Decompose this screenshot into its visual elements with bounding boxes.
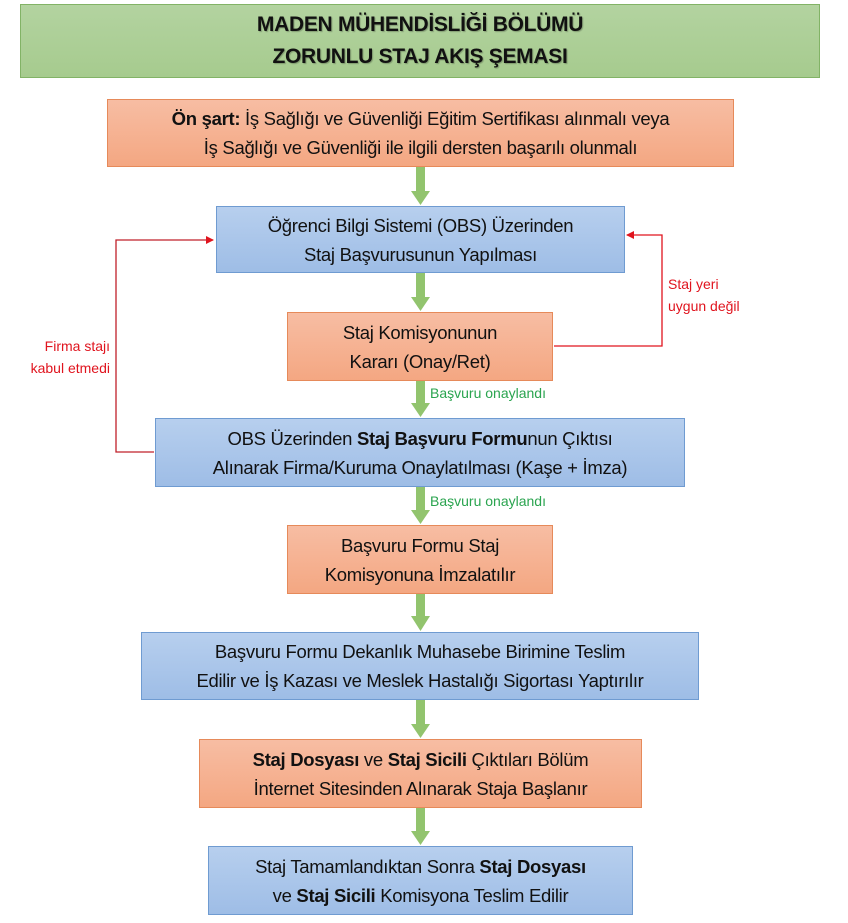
commission-decision-box: Staj Komisyonunun Kararı (Onay/Ret) xyxy=(287,312,553,381)
submit-bold-1: Staj Dosyası xyxy=(479,855,586,877)
title-line-1: MADEN MÜHENDİSLİĞİ BÖLÜMÜ xyxy=(256,13,584,36)
start-text-2: Çıktıları Bölüm xyxy=(466,748,589,770)
title-line-2: ZORUNLU STAJ AKIŞ ŞEMASI xyxy=(272,45,568,68)
flow-arrow-2 xyxy=(411,273,430,311)
commission-sign-box: Başvuru Formu Staj Komisyonuna İmzalatıl… xyxy=(287,525,553,594)
not-suitable-label: Staj yeri uygun değil xyxy=(668,273,740,317)
submit-text-3: Komisyona Teslim Edilir xyxy=(375,884,569,906)
flow-arrow-7 xyxy=(411,808,430,845)
insurance-line-1: Başvuru Formu Dekanlık Muhasebe Birimine… xyxy=(214,641,626,662)
commission-sign-line-1: Başvuru Formu Staj xyxy=(340,534,500,556)
commission-decision-line-1: Staj Komisyonunun xyxy=(342,321,498,343)
approved-label-2: Başvuru onaylandı xyxy=(430,493,546,509)
flow-arrow-1 xyxy=(411,167,430,205)
submit-text-1: Staj Tamamlandıktan Sonra xyxy=(255,855,480,877)
commission-decision-line-2: Kararı (Onay/Ret) xyxy=(349,350,491,372)
form-approval-pre: OBS Üzerinden xyxy=(227,427,357,449)
obs-application-line-1: Öğrenci Bilgi Sistemi (OBS) Üzerinden xyxy=(267,214,574,236)
obs-application-box: Öğrenci Bilgi Sistemi (OBS) Üzerinden St… xyxy=(216,206,625,273)
start-internship-box: Staj Dosyası ve Staj Sicili Çıktıları Bö… xyxy=(199,739,642,808)
insurance-box: Başvuru Formu Dekanlık Muhasebe Birimine… xyxy=(141,632,699,700)
flow-arrow-3 xyxy=(411,381,430,417)
flow-arrow-5 xyxy=(411,594,430,631)
not-suitable-line-2: uygun değil xyxy=(668,298,740,314)
commission-sign-line-2: Komisyonuna İmzalatılır xyxy=(324,563,516,585)
approved-label-1: Başvuru onaylandı xyxy=(430,385,546,401)
form-approval-post: nun Çıktısı xyxy=(527,427,613,449)
prerequisite-box: Ön şart: İş Sağlığı ve Güvenliği Eğitim … xyxy=(107,99,734,167)
submit-text-2: ve xyxy=(272,884,297,906)
prerequisite-line-1: İş Sağlığı ve Güvenliği Eğitim Sertifika… xyxy=(240,108,670,129)
insurance-line-2: Edilir ve İş Kazası ve Meslek Hastalığı … xyxy=(196,670,644,691)
title-box: MADEN MÜHENDİSLİĞİ BÖLÜMÜ ZORUNLU STAJ A… xyxy=(20,4,820,78)
obs-application-line-2: Staj Başvurusunun Yapılması xyxy=(304,243,537,265)
start-text-1: ve xyxy=(359,748,388,770)
company-rejected-label: Firma stajı kabul etmedi xyxy=(0,335,110,379)
start-bold-1: Staj Dosyası xyxy=(252,748,360,770)
company-rejected-line-1: Firma stajı xyxy=(44,338,110,354)
prerequisite-bold: Ön şart: xyxy=(171,108,241,129)
company-rejected-line-2: kabul etmedi xyxy=(30,360,110,376)
not-suitable-line-1: Staj yeri xyxy=(668,276,719,292)
submit-box: Staj Tamamlandıktan Sonra Staj Dosyası v… xyxy=(208,846,633,915)
prerequisite-line-2: İş Sağlığı ve Güvenliği ile ilgili derst… xyxy=(203,137,638,158)
flow-arrow-6 xyxy=(411,700,430,738)
submit-bold-2: Staj Sicili xyxy=(296,884,376,906)
form-approval-bold: Staj Başvuru Formu xyxy=(356,427,528,449)
form-approval-line-2: Alınarak Firma/Kuruma Onaylatılması (Kaş… xyxy=(212,456,628,478)
start-internship-line-2: İnternet Sitesinden Alınarak Staja Başla… xyxy=(253,777,588,799)
reject-arrow-company xyxy=(115,236,214,453)
start-bold-2: Staj Sicili xyxy=(387,748,467,770)
reject-arrow-not-suitable xyxy=(554,231,663,347)
flow-arrow-4 xyxy=(411,487,430,524)
form-approval-box: OBS Üzerinden Staj Başvuru Formunun Çıkt… xyxy=(155,418,685,487)
